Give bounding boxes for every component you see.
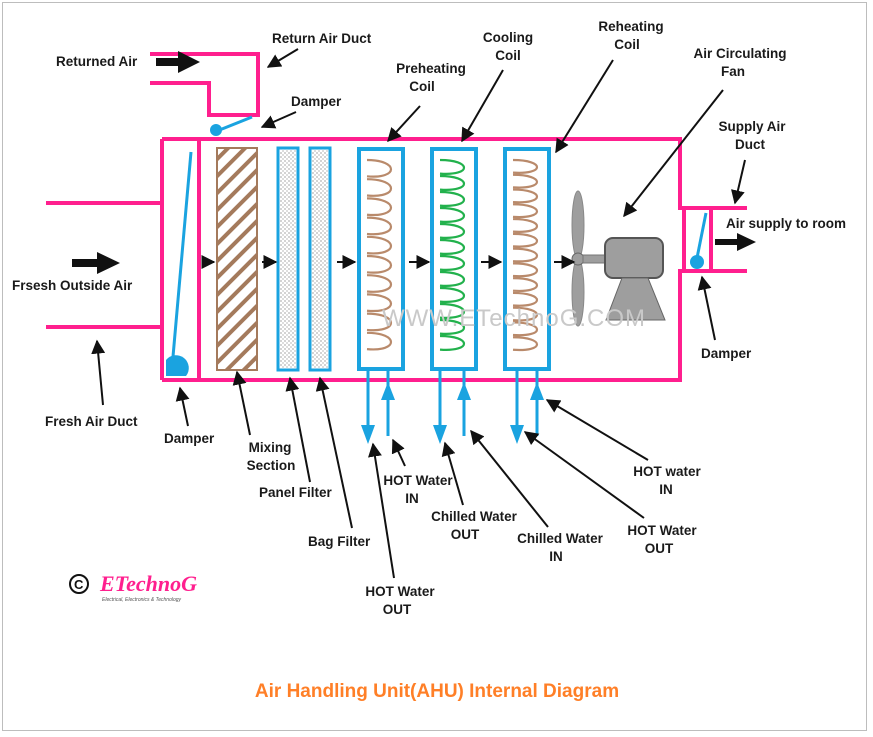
leader-hot-water-in-2 [545, 399, 649, 461]
leader-return-air-duct [266, 48, 299, 68]
main-housing [162, 137, 747, 210]
label-chilled-in-a: Chilled Water [517, 531, 604, 546]
leader-damper-right [697, 275, 716, 341]
label-air-supply: Air supply to room [726, 216, 846, 231]
label-fan-2: Fan [721, 64, 745, 79]
label-hot-water-in-2b: IN [659, 482, 673, 497]
mixing-section [216, 147, 258, 371]
label-cooling-coil-1: Cooling [483, 30, 533, 45]
leader-reheating-coil [555, 59, 614, 154]
label-supply-duct-1: Supply Air [718, 119, 786, 134]
leader-hot-water-in-1 [391, 438, 406, 467]
reheat-out-arrowhead [510, 425, 524, 444]
etechnog-logo: C ETechnoG Electrical, Electronics & Tec… [69, 571, 197, 603]
main-housing-bottom [162, 269, 747, 382]
logo-brand: ETechnoG [99, 571, 197, 596]
label-mixing-2: Section [247, 458, 296, 473]
fan-blade-top [571, 190, 585, 260]
bag-filter [308, 146, 332, 372]
label-mixing-1: Mixing [249, 440, 292, 455]
preheat-in-arrowhead [381, 382, 395, 400]
returned-air-arrow [156, 51, 200, 73]
label-hot-water-out-2a: HOT Water [627, 523, 697, 538]
label-hot-water-in-2a: HOT water [633, 464, 701, 479]
cool-out-arrowhead [433, 425, 447, 444]
label-hot-water-out-1b: OUT [383, 602, 412, 617]
cooling-coil-box [430, 147, 478, 371]
label-reheating-coil-2: Coil [614, 37, 640, 52]
leader-cooling-coil [461, 69, 504, 143]
label-hot-water-out-1a: HOT Water [365, 584, 435, 599]
label-returned-air: Returned Air [56, 54, 138, 69]
label-return-air-duct: Return Air Duct [272, 31, 372, 46]
label-panel-filter: Panel Filter [259, 485, 333, 500]
label-chilled-out-b: OUT [451, 527, 480, 542]
label-fresh-air-duct: Fresh Air Duct [45, 414, 138, 429]
reheat-in-arrowhead [530, 382, 544, 400]
supply-air-arrow [715, 233, 756, 251]
top-damper-blade [216, 115, 253, 133]
watermark: WWW.ETechnoG.COM [382, 305, 646, 332]
copyright-symbol: C [74, 577, 84, 592]
label-reheating-coil-1: Reheating [598, 19, 663, 34]
leader-panel-filter [285, 376, 311, 483]
leader-supply-duct [731, 159, 746, 205]
cool-in-arrowhead [457, 382, 471, 400]
leader-chilled-water-out [441, 441, 464, 506]
leader-hot-water-out-2 [523, 431, 645, 519]
label-damper-top: Damper [291, 94, 342, 109]
fresh-air-arrow [72, 252, 120, 274]
label-bag-filter: Bag Filter [308, 534, 371, 549]
leader-damper-top [260, 111, 297, 129]
leader-bag-filter [315, 376, 353, 529]
copyright-circle [69, 574, 89, 594]
right-damper-blade [695, 212, 708, 259]
leader-damper-left [175, 386, 190, 427]
leader-hot-water-out-1 [368, 442, 395, 579]
label-supply-duct-2: Duct [735, 137, 766, 152]
diagram-title: Air Handling Unit(AHU) Internal Diagram [255, 681, 619, 702]
panel-filter [276, 146, 300, 372]
label-damper-right: Damper [701, 346, 752, 361]
leader-mixing [232, 370, 251, 436]
label-cooling-coil-2: Coil [495, 48, 521, 63]
fan-shaft [582, 254, 606, 264]
preheat-out-arrowhead [361, 425, 375, 444]
right-damper-pivot [690, 255, 704, 269]
label-hot-water-in-1a: HOT Water [383, 473, 453, 488]
fan-hub [571, 252, 585, 266]
label-hot-water-in-1b: IN [405, 491, 419, 506]
label-fresh-outside-air: Frsesh Outside Air [12, 278, 133, 293]
label-damper-left: Damper [164, 431, 215, 446]
label-chilled-out-a: Chilled Water [431, 509, 518, 524]
label-fan-1: Air Circulating [693, 46, 786, 61]
reheating-coil-box [503, 147, 551, 371]
label-chilled-in-b: IN [549, 549, 563, 564]
preheating-coil-box [357, 147, 405, 371]
leader-fan [623, 89, 724, 218]
top-damper-pivot [210, 124, 222, 136]
label-preheating-coil-2: Coil [409, 79, 435, 94]
left-damper-blade [170, 151, 193, 369]
leader-fresh-air-duct [91, 339, 106, 406]
ahu-casing [46, 52, 747, 382]
fan-motor [604, 237, 664, 279]
leader-preheating-coil [387, 105, 421, 143]
water-pipes [366, 369, 539, 436]
label-preheating-coil-1: Preheating [396, 61, 466, 76]
label-hot-water-out-2b: OUT [645, 541, 674, 556]
return-air-duct [150, 52, 260, 117]
logo-tagline: Electrical, Electronics & Technology [102, 597, 182, 603]
fan-motor-base [605, 277, 666, 321]
left-damper-pivot [166, 355, 189, 376]
leader-chilled-water-in [470, 429, 549, 528]
